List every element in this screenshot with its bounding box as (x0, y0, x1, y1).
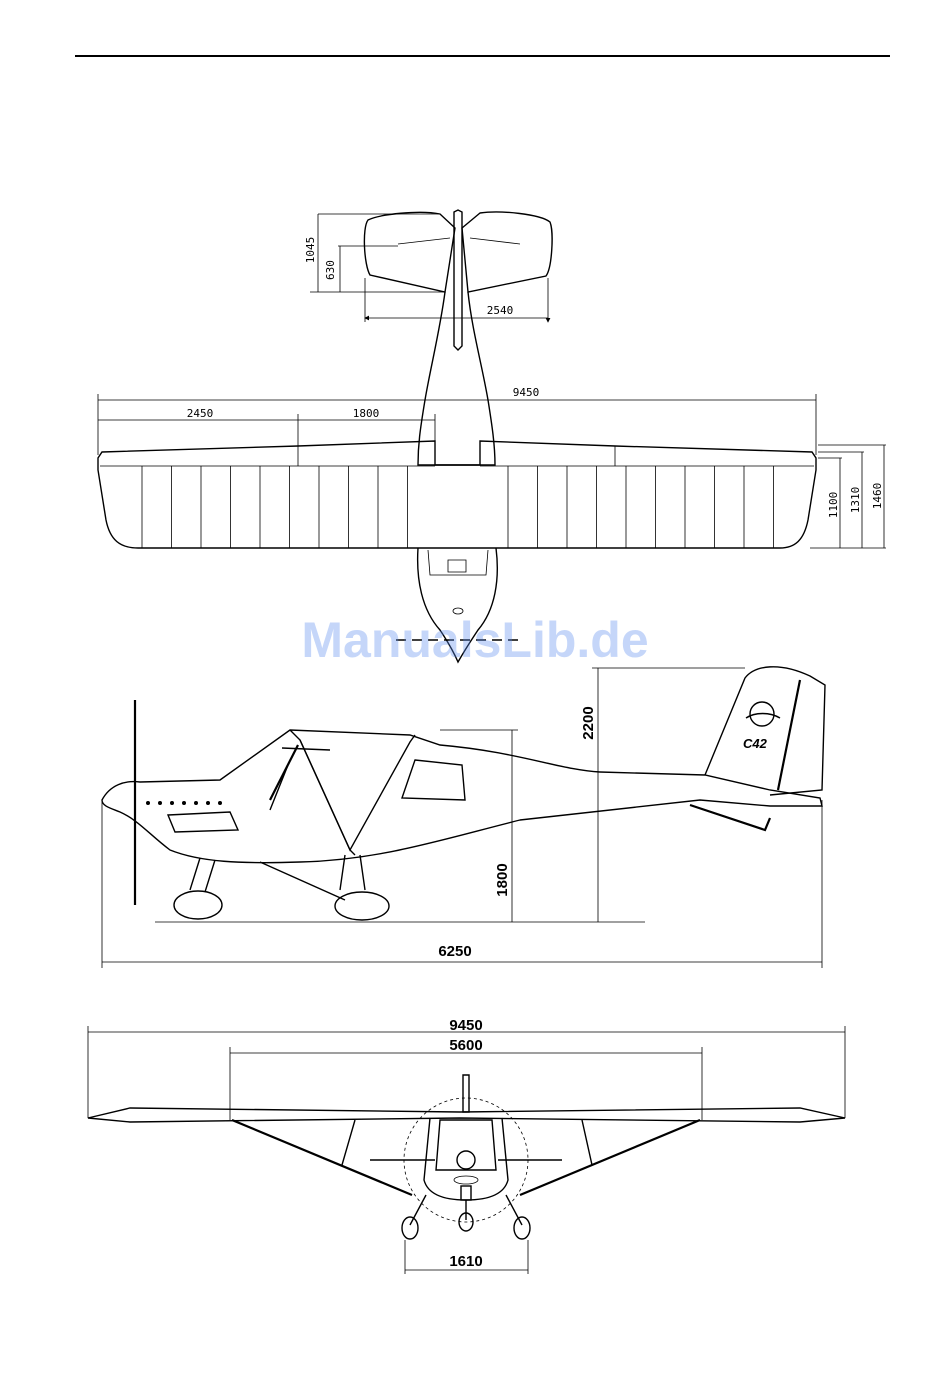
svg-text:1610: 1610 (449, 1253, 482, 1270)
front-view: 9450 5600 1610 (88, 1017, 845, 1274)
main-gear (340, 855, 365, 890)
dim-chords: 1100 1310 1460 (810, 445, 886, 548)
dim-630: 630 (324, 246, 398, 292)
svg-text:9450: 9450 (449, 1017, 482, 1034)
svg-text:630: 630 (324, 260, 337, 280)
nose-gear (190, 858, 215, 892)
tailplane-left (364, 212, 455, 292)
svg-text:2540: 2540 (487, 304, 514, 317)
tail-fin-side (705, 667, 825, 795)
dim-2200: 2200 (580, 668, 745, 922)
svg-text:1460: 1460 (871, 483, 884, 510)
side-window (402, 760, 465, 800)
svg-text:1045: 1045 (304, 237, 317, 264)
dim-6250: 6250 (102, 800, 822, 968)
side-view: C42 (102, 667, 825, 968)
svg-text:1310: 1310 (849, 487, 862, 514)
strut-left (232, 1120, 412, 1195)
watermark: ManualsLib.de (301, 612, 648, 668)
tail-marking: C42 (743, 736, 768, 751)
dim-5600: 5600 (230, 1037, 702, 1120)
tailplane-right (462, 212, 552, 292)
dim-1800-top: 1800 (298, 407, 435, 441)
svg-text:2450: 2450 (187, 407, 214, 420)
dim-1800-side: 1800 (440, 730, 518, 922)
wing-ribs (142, 466, 774, 548)
fuselage-side (102, 730, 822, 863)
svg-text:2200: 2200 (580, 706, 597, 739)
top-view: 1045 630 2540 9450 2450 1800 (98, 210, 886, 662)
svg-text:1800: 1800 (494, 863, 511, 896)
svg-text:1800: 1800 (353, 407, 380, 420)
dim-9450-front: 9450 (88, 1017, 845, 1118)
dim-9450-top: 9450 (98, 386, 816, 455)
svg-text:6250: 6250 (438, 943, 471, 960)
svg-text:5600: 5600 (449, 1037, 482, 1054)
dim-2450: 2450 (98, 407, 298, 446)
svg-text:9450: 9450 (513, 386, 540, 399)
dim-2540: 2540 (365, 278, 548, 322)
strut-right (520, 1120, 700, 1195)
wing-top (98, 441, 816, 548)
svg-text:1100: 1100 (827, 492, 840, 519)
exhaust-dots (146, 801, 222, 805)
dim-1610: 1610 (405, 1240, 528, 1274)
